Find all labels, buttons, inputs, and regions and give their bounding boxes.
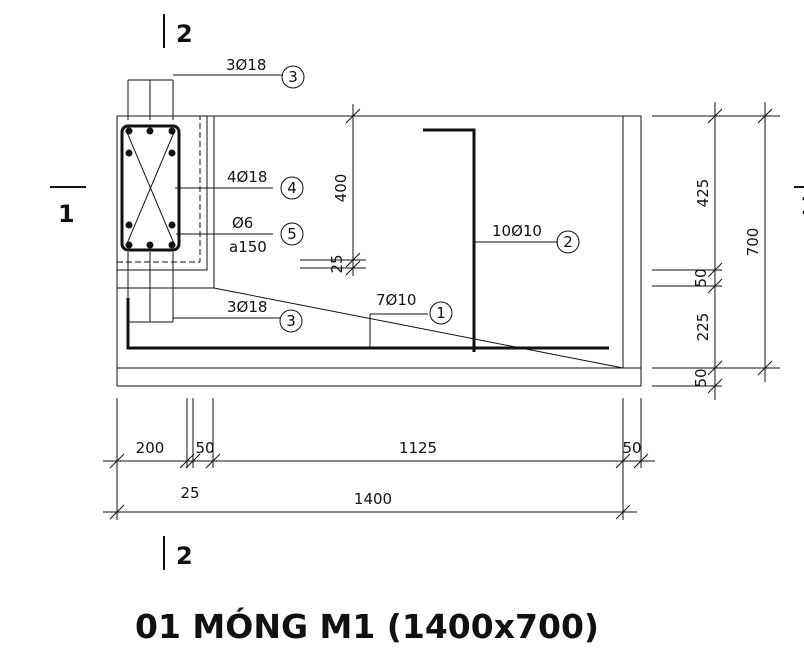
- svg-text:1: 1: [800, 192, 804, 220]
- svg-text:1: 1: [436, 304, 446, 322]
- svg-text:4Ø18: 4Ø18: [227, 168, 267, 186]
- svg-text:Ø6: Ø6: [232, 214, 253, 232]
- section-mark-bottom: 2: [163, 536, 193, 570]
- rebar-label-5: Ø6 a150 5: [176, 214, 304, 256]
- svg-text:3: 3: [288, 68, 298, 86]
- rebar-label-4: 4Ø18 4: [175, 168, 304, 200]
- svg-text:5: 5: [287, 225, 297, 243]
- svg-text:4: 4: [287, 179, 297, 197]
- rebar-label-1: 7Ø10 1: [369, 291, 453, 348]
- dim-50-lower: 50: [692, 368, 710, 387]
- column-stub-outline: [116, 115, 215, 289]
- dim-50-right: 50: [622, 439, 641, 457]
- svg-text:7Ø10: 7Ø10: [376, 291, 416, 309]
- svg-text:3Ø18: 3Ø18: [227, 298, 267, 316]
- svg-text:3: 3: [286, 312, 296, 330]
- dim-225: 225: [694, 313, 712, 342]
- rebar-label-3-top: 3Ø18 3: [173, 56, 305, 89]
- svg-text:1: 1: [58, 200, 75, 228]
- dim-200: 200: [136, 439, 165, 457]
- footing-slope-line: [213, 287, 624, 369]
- dim-25: 25: [180, 484, 199, 502]
- dim-50-upper: 50: [692, 268, 710, 287]
- drawing-title: 01 MÓNG M1 (1400x700): [135, 606, 599, 646]
- horizontal-dimensions: 200 50 1125 50 25 1400: [103, 398, 655, 520]
- dim-700: 700: [744, 228, 762, 257]
- dim-1400: 1400: [354, 490, 392, 508]
- dim-425: 425: [694, 179, 712, 208]
- vertical-dimensions-right: 425 700 50 225 50: [652, 102, 780, 400]
- section-mark-right: 1: [794, 186, 804, 220]
- rebar-label-3-bottom: 3Ø18 3: [173, 298, 303, 333]
- svg-text:2: 2: [176, 542, 193, 570]
- dim-50-left: 50: [195, 439, 214, 457]
- rebar-2-vertical: [423, 128, 476, 352]
- vertical-dimensions-inner: 400 25: [300, 104, 366, 276]
- svg-text:2: 2: [176, 20, 193, 48]
- section-mark-left: 1: [50, 186, 86, 228]
- dim-25-vertical: 25: [328, 254, 346, 273]
- svg-text:a150: a150: [229, 238, 267, 256]
- dim-1125: 1125: [399, 439, 437, 457]
- section-mark-top: 2: [163, 14, 193, 48]
- rebar-label-2: 10Ø10 2: [474, 222, 580, 254]
- rebar-1-bottom: [126, 298, 609, 350]
- dim-400: 400: [332, 174, 350, 203]
- svg-text:2: 2: [563, 233, 573, 251]
- svg-text:3Ø18: 3Ø18: [226, 56, 266, 74]
- svg-text:10Ø10: 10Ø10: [492, 222, 542, 240]
- column-inner-dashed: [117, 116, 201, 263]
- column-rebar-dots: [125, 127, 176, 249]
- column-inner-line: [117, 116, 208, 271]
